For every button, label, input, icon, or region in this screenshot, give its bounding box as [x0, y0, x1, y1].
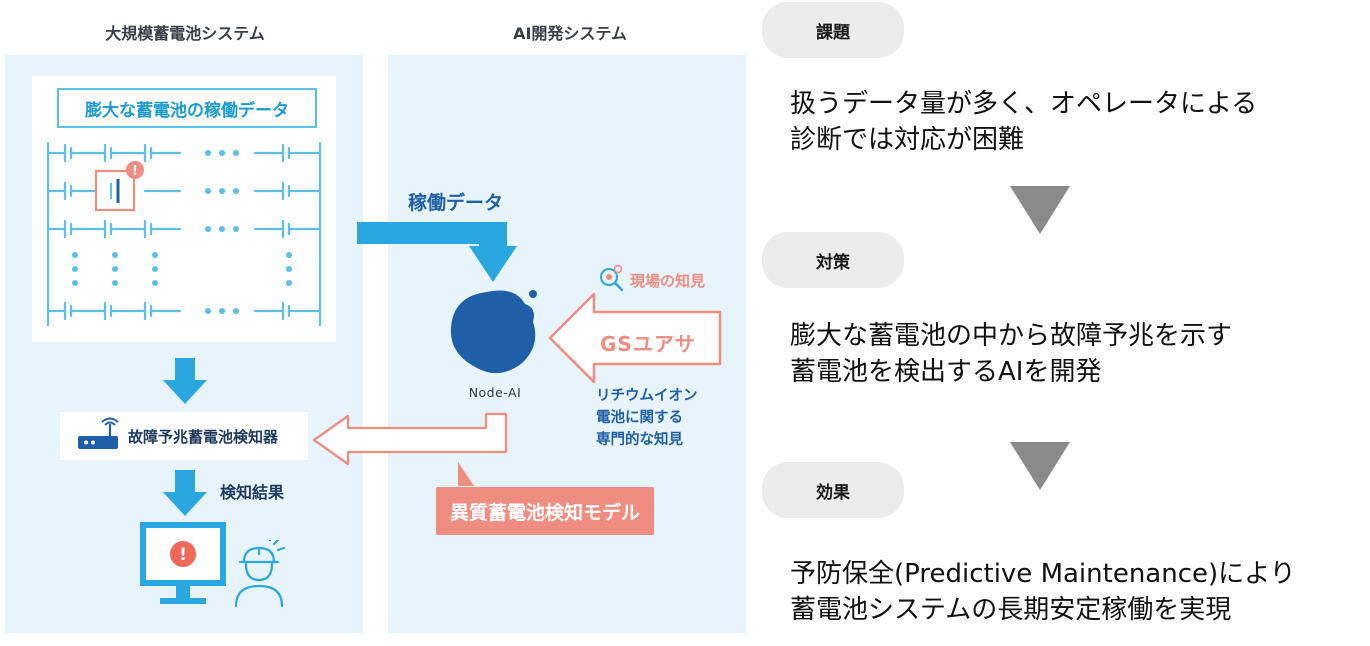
effect-badge: 効果 [762, 462, 904, 518]
effect-line: 蓄電池システムの長期安定稼働を実現 [790, 595, 1232, 625]
node-ai-logo-icon [450, 290, 537, 374]
knowledge-description: リチウムイオン 電池に関する 専門的な知見 [596, 385, 698, 451]
worker-icon [234, 540, 286, 608]
battery-grid-diagram: ! [46, 141, 322, 327]
challenge-line: 扱うデータ量が多く、オペレータによる [790, 89, 1258, 119]
effect-text: 予防保全(Predictive Maintenance)により 蓄電池システムの… [790, 556, 1296, 628]
detection-result-label: 検知結果 [220, 483, 285, 502]
battery-row [46, 219, 322, 239]
down-triangle-icon [1010, 186, 1070, 234]
data-flow-label: 稼働データ [408, 192, 504, 214]
failure-detector-box: 故障予兆蓄電池検知器 [60, 412, 308, 460]
router-icon [78, 417, 119, 449]
knowledge-search-icon [600, 264, 624, 292]
measure-line: 膨大な蓄電池の中から故障予兆を示す [790, 321, 1233, 351]
down-arrow-icon [163, 358, 207, 404]
svg-text:!: ! [179, 545, 187, 565]
down-arrow-icon [163, 470, 207, 516]
challenge-badge: 課題 [762, 2, 904, 58]
challenge-text: 扱うデータ量が多く、オペレータによる 診断では対応が困難 [790, 86, 1257, 158]
knowledge-line: 電池に関する [596, 410, 683, 426]
measure-text: 膨大な蓄電池の中から故障予兆を示す 蓄電池を検出するAIを開発 [790, 318, 1232, 390]
effect-line: 予防保全(Predictive Maintenance)により [790, 559, 1296, 589]
node-ai-label: Node-AI [468, 385, 522, 400]
gs-yuasa-label: GSユアサ [600, 332, 696, 356]
data-flow-arrow [357, 222, 517, 282]
knowledge-title: 現場の知見 [630, 272, 706, 290]
detector-label: 故障予兆蓄電池検知器 [128, 427, 279, 446]
measure-line: 蓄電池を検出するAIを開発 [790, 357, 1102, 387]
knowledge-line: 専門的な知見 [596, 432, 683, 448]
down-triangle-icon [1010, 442, 1070, 490]
challenge-line: 診断では対応が困難 [790, 125, 1025, 155]
knowledge-input-arrow [548, 292, 722, 384]
anomalous-battery-icon: ! [94, 161, 144, 212]
battery-row [46, 143, 322, 163]
battery-data-label: 膨大な蓄電池の稼働データ [57, 88, 317, 128]
battery-row [46, 301, 322, 321]
model-pointer-icon [458, 462, 474, 486]
center-panel-title: AI開発システム [513, 24, 627, 43]
measure-badge: 対策 [762, 232, 904, 288]
knowledge-line: リチウムイオン [596, 388, 698, 404]
battery-row [46, 181, 322, 201]
svg-text:!: ! [132, 164, 138, 179]
left-panel-title: 大規模蓄電池システム [105, 24, 265, 43]
monitor-alert-icon: ! [140, 522, 226, 604]
anomaly-detection-model-badge: 異質蓄電池検知モデル [436, 487, 654, 535]
model-deploy-arrow [312, 412, 508, 466]
